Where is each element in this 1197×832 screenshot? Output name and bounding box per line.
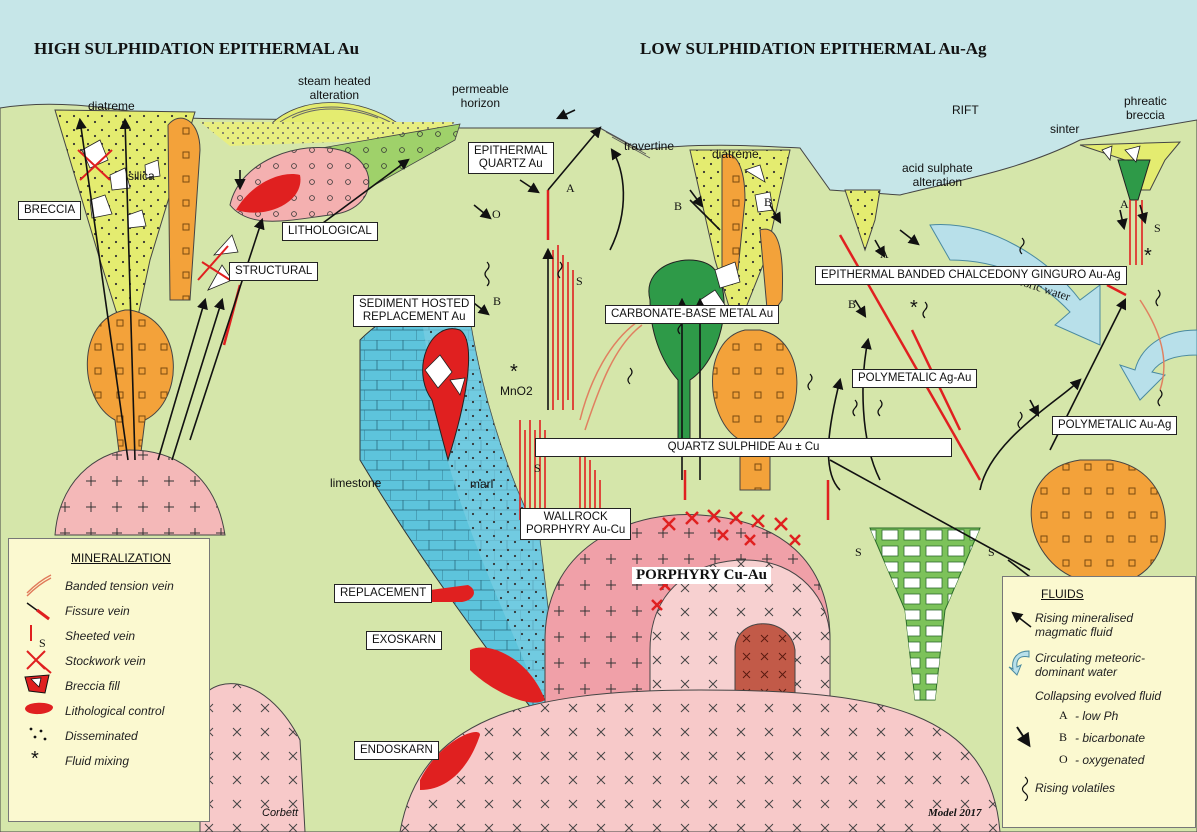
- quartz-sulphide-box: QUARTZ SULPHIDE Au ± Cu: [535, 438, 952, 457]
- breccia-box: BRECCIA: [18, 201, 81, 220]
- fluid-mixing-asterisk: *: [510, 362, 518, 382]
- lithological-box: LITHOLOGICAL: [282, 222, 378, 241]
- banded-vein-icon: [23, 573, 53, 597]
- credit-corbett: Corbett: [262, 808, 298, 819]
- code-a-label: - low Ph: [1075, 709, 1118, 723]
- diatreme-center-label: diatreme: [712, 148, 759, 160]
- silica-label: silica: [128, 170, 155, 182]
- sheeted-code-s: S: [855, 546, 862, 558]
- legend-breccia-fill: Breccia fill: [65, 679, 120, 693]
- sheeted-code-s: S: [534, 462, 541, 474]
- epithermal-quartz-box: EPITHERMAL QUARTZ Au: [468, 142, 554, 174]
- code-b: B: [1059, 731, 1067, 743]
- polymetalic-au-ag-box: POLYMETALIC Au-Ag: [1052, 416, 1177, 435]
- asterisk-icon: *: [31, 749, 39, 769]
- collapsing-arrow-icon: [1013, 723, 1037, 753]
- wallrock-porphyry-box: WALLROCK PORPHYRY Au-Cu: [520, 508, 631, 540]
- fluid-mixing-asterisk: *: [910, 298, 918, 318]
- diatreme-left-label: diatreme: [88, 100, 135, 112]
- porphyry-label: PORPHYRY Cu-Au: [632, 567, 771, 584]
- fluid-code-a: A: [880, 248, 889, 260]
- low-sulphidation-header: LOW SULPHIDATION EPITHERMAL Au-Ag: [640, 40, 987, 57]
- fluid-code-b: B: [848, 298, 856, 310]
- legend-fluid-mixing: Fluid mixing: [65, 754, 129, 768]
- rising-fluid-arrow-icon: [1007, 607, 1035, 631]
- exoskarn-box: EXOSKARN: [366, 631, 442, 650]
- legend-disseminated: Disseminated: [65, 729, 138, 743]
- legend-banded-vein: Banded tension vein: [65, 579, 174, 593]
- marl-label: marl: [470, 478, 493, 490]
- fluid-mixing-asterisk: *: [1144, 246, 1152, 266]
- code-b-label: - bicarbonate: [1075, 731, 1145, 745]
- volatiles-squiggle-icon: [1017, 775, 1033, 801]
- fluid-code-o: O: [492, 208, 501, 220]
- acid-sulphate-label: acid sulphate alteration: [902, 162, 973, 190]
- limestone-label: limestone: [330, 477, 381, 489]
- legend-lithological-control: Lithological control: [65, 704, 164, 718]
- fluid-code-b: B: [674, 200, 682, 212]
- replacement-box: REPLACEMENT: [334, 584, 432, 603]
- fluids-legend: FLUIDS Rising mineralised magmatic fluid…: [1002, 576, 1196, 828]
- disseminated-icon: [23, 723, 53, 745]
- legend-rising-fluid: Rising mineralised magmatic fluid: [1035, 611, 1133, 640]
- sheeted-code-s: S: [1154, 222, 1161, 234]
- permeable-horizon-label: permeable horizon: [452, 83, 509, 111]
- epithermal-banded-box: EPITHERMAL BANDED CHALCEDONY GINGURO Au-…: [815, 266, 1127, 285]
- fluid-code-a: A: [1120, 198, 1129, 210]
- fluid-code-b: B: [493, 295, 501, 307]
- high-sulphidation-header: HIGH SULPHIDATION EPITHERMAL Au: [34, 40, 359, 57]
- sheeted-code-s: S: [988, 546, 995, 558]
- code-o: O: [1059, 753, 1068, 765]
- code-a: A: [1059, 709, 1068, 721]
- fluids-title: FLUIDS: [1041, 587, 1084, 601]
- polymetalic-ag-au-box: POLYMETALIC Ag-Au: [852, 369, 977, 388]
- fluid-code-b: B: [764, 196, 772, 208]
- mineralization-legend: MINERALIZATION Banded tension vein Fissu…: [8, 538, 210, 822]
- stockwork-icon: [23, 647, 53, 675]
- legend-rising-volatiles: Rising volatiles: [1035, 781, 1115, 795]
- circulating-water-icon: [1007, 647, 1035, 677]
- mno2-label: MnO2: [500, 385, 533, 397]
- travertine-label: travertine: [624, 140, 674, 152]
- code-o-label: - oxygenated: [1075, 753, 1144, 767]
- sinter-label: sinter: [1050, 123, 1079, 135]
- fluid-code-a: A: [566, 182, 575, 194]
- rift-label: RIFT: [952, 104, 979, 116]
- steam-heated-label: steam heated alteration: [298, 75, 371, 103]
- phreatic-breccia-label: phreatic breccia: [1124, 95, 1167, 123]
- breccia-icon: [23, 673, 53, 697]
- mineralization-title: MINERALIZATION: [71, 551, 171, 565]
- fissure-vein-icon: [23, 599, 53, 623]
- structural-box: STRUCTURAL: [229, 262, 318, 281]
- endoskarn-box: ENDOSKARN: [354, 741, 439, 760]
- lithological-icon: [23, 699, 55, 719]
- legend-fissure-vein: Fissure vein: [65, 604, 130, 618]
- legend-sheeted-vein: Sheeted vein: [65, 629, 135, 643]
- legend-collapsing-fluid: Collapsing evolved fluid: [1035, 689, 1161, 703]
- sediment-hosted-box: SEDIMENT HOSTED REPLACEMENT Au: [353, 295, 475, 327]
- sheeted-code-s: S: [576, 275, 583, 287]
- carbonate-base-metal-box: CARBONATE-BASE METAL Au: [605, 305, 779, 324]
- legend-circulating-water: Circulating meteoric- dominant water: [1035, 651, 1145, 680]
- credit-model: Model 2017: [928, 808, 981, 819]
- legend-stockwork-vein: Stockwork vein: [65, 654, 146, 668]
